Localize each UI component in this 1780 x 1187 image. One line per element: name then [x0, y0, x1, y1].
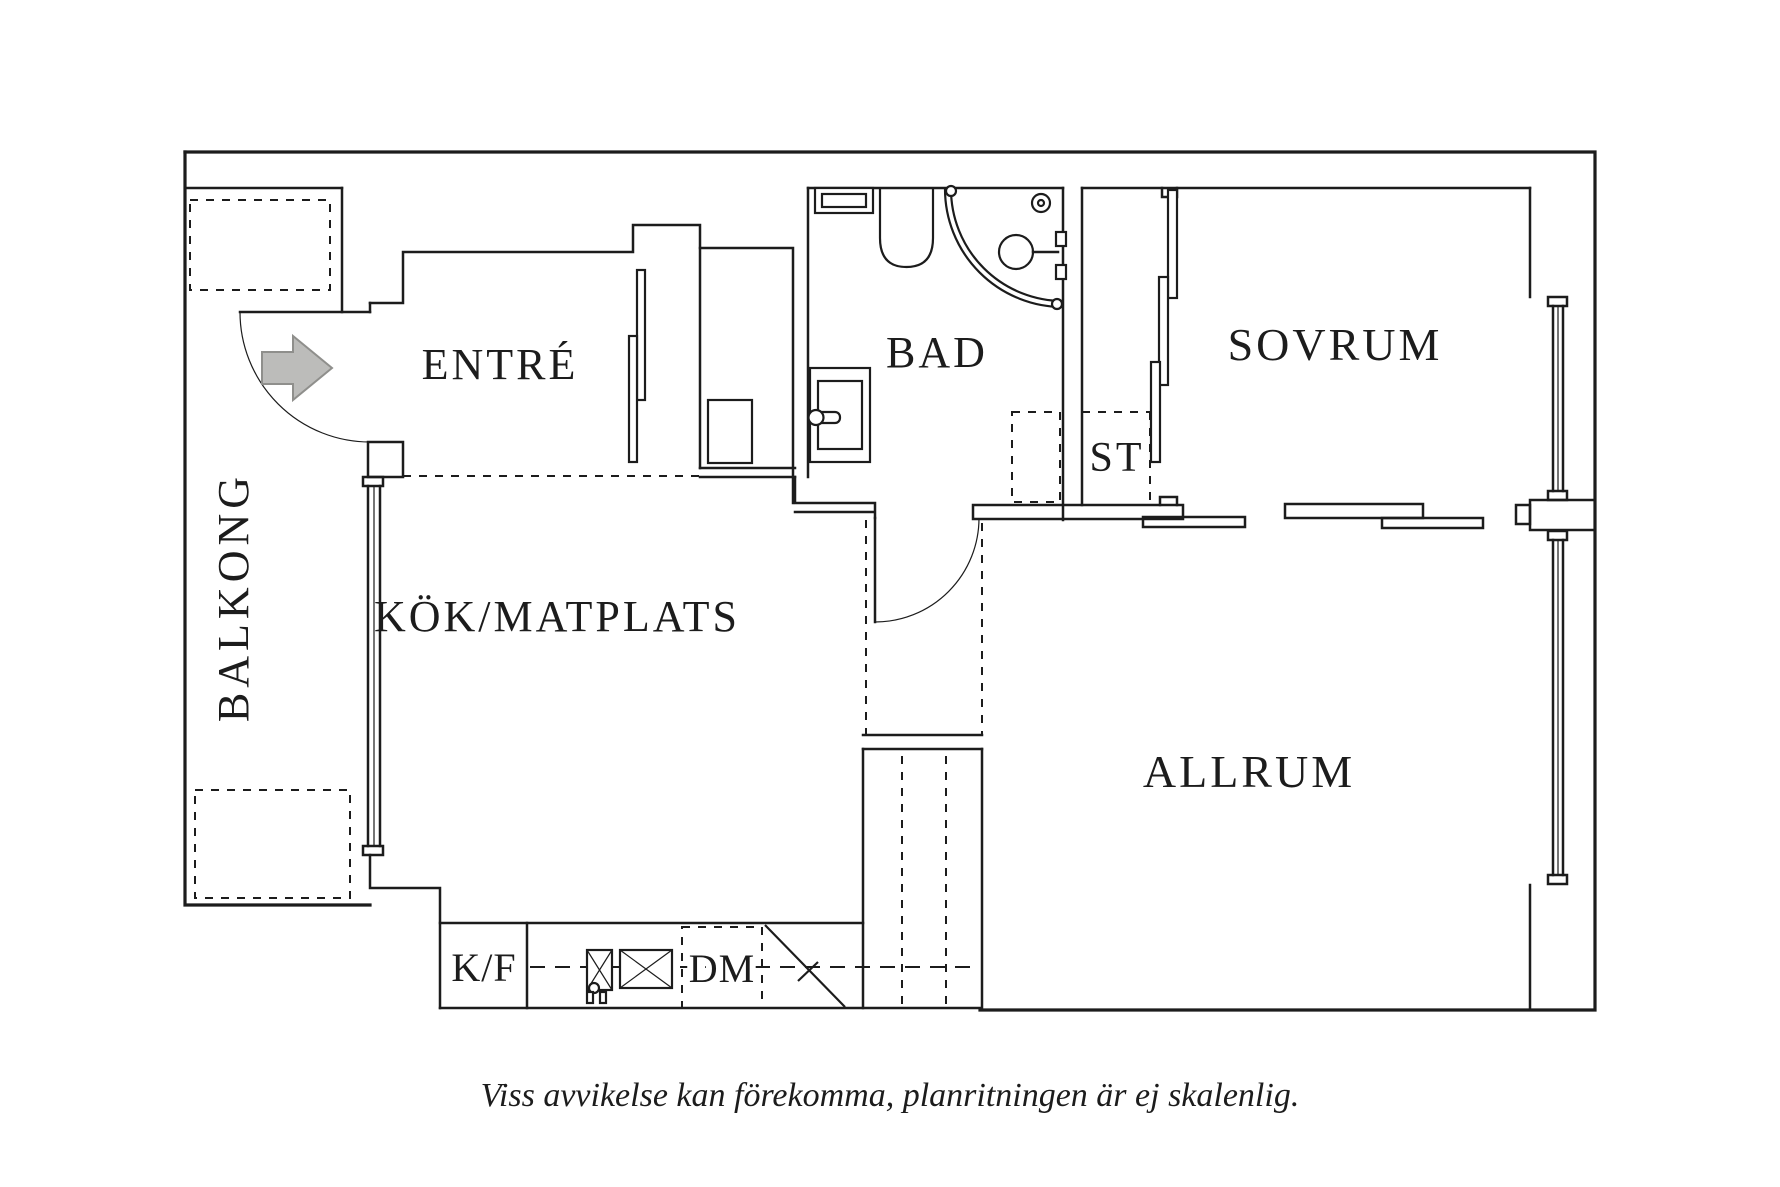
- livingroom-window: [1546, 529, 1569, 886]
- dishwasher-label: DM: [689, 946, 755, 991]
- bathroom-label: BAD: [886, 328, 988, 377]
- closet-sliding-doors: [1149, 188, 1179, 464]
- balcony-walls: [183, 186, 442, 1010]
- entrance-label: ENTRÉ: [422, 340, 579, 389]
- closet-label: ST: [1089, 435, 1144, 481]
- kitchen-balcony-window: [361, 475, 385, 857]
- bedroom-window: [1546, 295, 1569, 502]
- shower-icon: [943, 184, 1068, 311]
- fridge-freezer-label: K/F: [451, 945, 516, 990]
- hall-closet: [627, 268, 754, 465]
- entrance-arrow-icon: [261, 333, 334, 403]
- dashed-guides: [189, 199, 1151, 1004]
- bedroom-dividing-wall: [971, 495, 1485, 530]
- outer-walls: [183, 150, 1597, 1012]
- bathroom-door: [873, 516, 980, 624]
- washbasin-icon: [813, 186, 875, 215]
- bathroom-sink-icon: [807, 366, 872, 464]
- balcony-label: BALKONG: [209, 472, 258, 722]
- front-door: [238, 310, 372, 443]
- bedroom-label: SOVRUM: [1228, 319, 1443, 370]
- toilet-icon: [878, 188, 935, 269]
- bathroom-walls: [698, 186, 1065, 522]
- kitchen-counter: [438, 921, 865, 1010]
- livingroom-label: ALLRUM: [1143, 746, 1355, 797]
- right-wall: [1514, 186, 1597, 1012]
- room-labels: BALKONG ENTRÉ BAD ST SOVRUM KÖK/MATPLATS…: [209, 319, 1443, 997]
- shaft-walls: [861, 733, 984, 1012]
- disclaimer-text: Viss avvikelse kan förekomma, planritnin…: [481, 1077, 1300, 1114]
- kitchen-label: KÖK/MATPLATS: [374, 592, 740, 641]
- entrance-walls: [368, 223, 795, 505]
